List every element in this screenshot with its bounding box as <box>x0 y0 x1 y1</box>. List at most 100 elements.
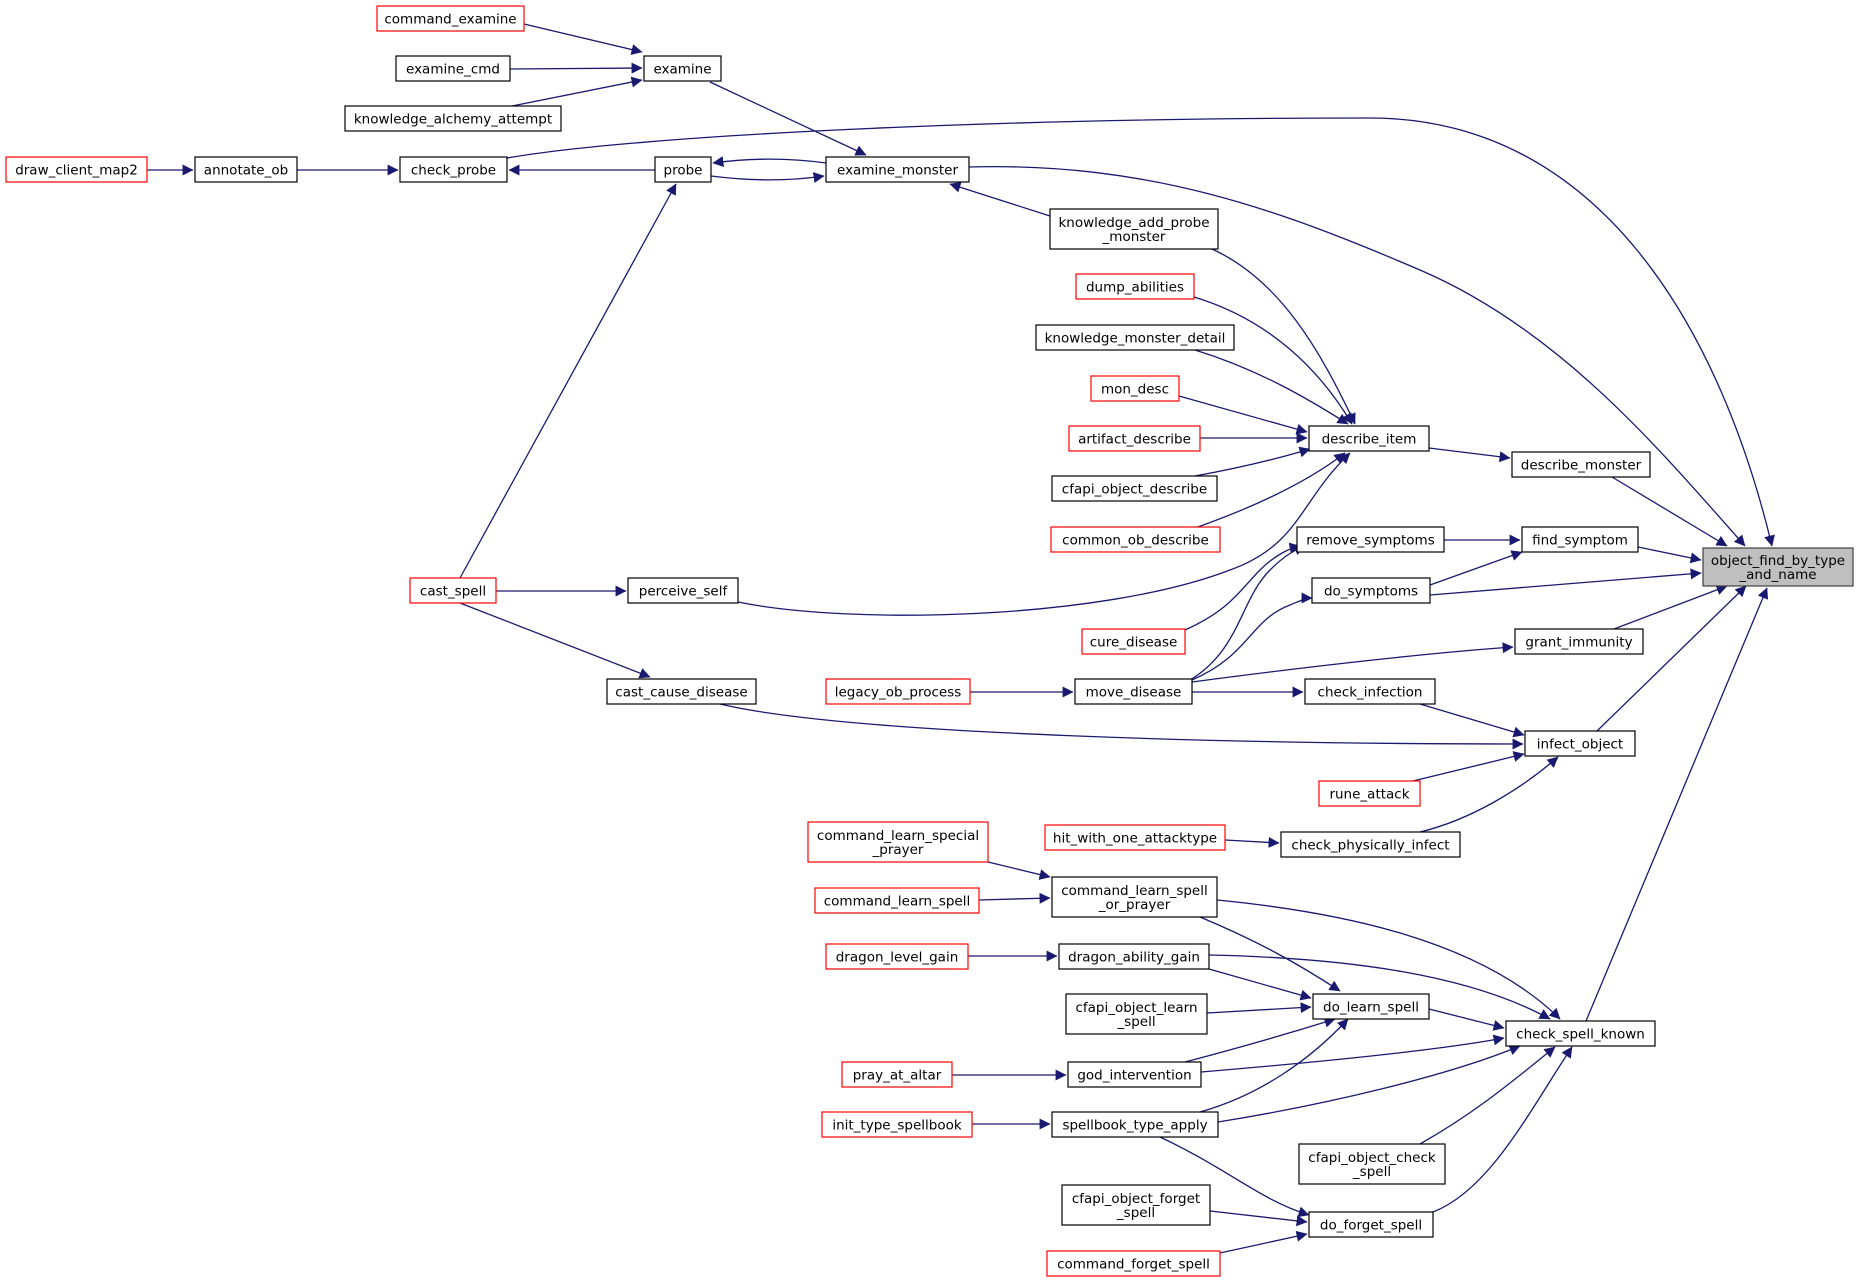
node-examine[interactable]: examine <box>643 55 722 82</box>
edge-line <box>1208 954 1551 1020</box>
node-box <box>1074 678 1193 705</box>
edge-line <box>1200 1034 1505 1073</box>
node-common-ob-describe[interactable]: common_ob_describe <box>1050 526 1221 553</box>
node-box <box>1280 831 1461 858</box>
node-pray-at-altar[interactable]: pray_at_altar <box>841 1061 953 1088</box>
edge-dump_abilities-to-describe_item <box>1193 296 1353 425</box>
node-label: knowledge_monster_detail <box>1045 331 1226 347</box>
edge-line <box>506 117 1775 547</box>
node-label: rune_attack <box>1329 787 1409 803</box>
node-hit-with-one-attacktype[interactable]: hit_with_one_attacktype <box>1044 824 1226 851</box>
node-label: check_infection <box>1318 685 1423 701</box>
node-dragon-level-gain[interactable]: dragon_level_gain <box>825 943 969 970</box>
node-grant-immunity[interactable]: grant_immunity <box>1514 628 1644 655</box>
node-mon-desc[interactable]: mon_desc <box>1090 375 1180 402</box>
node-do-forget-spell[interactable]: do_forget_spell <box>1308 1211 1434 1238</box>
node-init-type-spellbook[interactable]: init_type_spellbook <box>821 1111 973 1138</box>
node-box <box>1702 547 1854 587</box>
node-cfapi-object-check-spell[interactable]: cfapi_object_check_spell <box>1298 1143 1446 1185</box>
node-god-intervention[interactable]: god_intervention <box>1067 1061 1202 1088</box>
node-knowledge-add-probe[interactable]: knowledge_add_probe_monster <box>1049 208 1219 250</box>
node-do-learn-spell[interactable]: do_learn_spell <box>1312 993 1430 1020</box>
node-box <box>1312 993 1430 1020</box>
edge-line <box>1184 1016 1336 1063</box>
node-label: command_forget_spell <box>1057 1257 1210 1273</box>
node-box <box>1050 526 1221 553</box>
node-perceive-self[interactable]: perceive_self <box>627 577 739 604</box>
node-label: cast_cause_disease <box>615 685 747 701</box>
node-legacy-ob-process[interactable]: legacy_ob_process <box>825 678 971 705</box>
node-examine-monster[interactable]: examine_monster <box>825 156 970 183</box>
node-artifact-describe[interactable]: artifact_describe <box>1068 425 1201 452</box>
edge-cfapi_object_describe-to-describe_item <box>1194 446 1311 477</box>
node-infect-object[interactable]: infect_object <box>1524 730 1636 757</box>
node-dragon-ability-gain[interactable]: dragon_ability_gain <box>1058 943 1210 970</box>
node-check-probe[interactable]: check_probe <box>399 156 508 183</box>
node-command-forget-spell[interactable]: command_forget_spell <box>1046 1250 1221 1277</box>
node-cast-cause-disease[interactable]: cast_cause_disease <box>606 678 757 705</box>
node-label: _spell <box>1116 1014 1155 1030</box>
node-describe-item[interactable]: describe_item <box>1308 425 1430 452</box>
node-find-symptom[interactable]: find_symptom <box>1521 526 1639 553</box>
node-cure-disease[interactable]: cure_disease <box>1081 628 1186 655</box>
edge-line <box>511 76 643 107</box>
edge-move_disease-to-do_symptoms <box>1191 592 1313 681</box>
edge-rune_attack-to-infect_object <box>1412 751 1525 782</box>
edge-command_learn_spell_or_prayer-to-check_spell_known <box>1216 899 1561 1020</box>
node-spellbook-type-apply[interactable]: spellbook_type_apply <box>1051 1111 1219 1138</box>
node-draw-client-map2[interactable]: draw_client_map2 <box>5 156 148 183</box>
node-remove-symptoms[interactable]: remove_symptoms <box>1296 526 1445 553</box>
node-label: _or_prayer <box>1098 897 1171 913</box>
node-box <box>643 55 722 82</box>
node-examine-cmd[interactable]: examine_cmd <box>395 55 511 82</box>
edge-cast_spell-to-cast_cause_disease <box>459 602 651 679</box>
node-label: _spell <box>1116 1205 1155 1221</box>
node-probe[interactable]: probe <box>654 156 712 183</box>
edge-line <box>1585 587 1769 1022</box>
edge-line <box>1211 248 1356 425</box>
node-label: command_learn_special <box>817 828 979 844</box>
node-knowledge-alchemy[interactable]: knowledge_alchemy_attempt <box>344 105 562 132</box>
node-label: check_probe <box>411 163 496 179</box>
node-describe-monster[interactable]: describe_monster <box>1511 451 1651 478</box>
node-annotate-ob[interactable]: annotate_ob <box>194 156 298 183</box>
edge-dragon_ability_gain-to-do_learn_spell <box>1208 968 1312 1001</box>
node-command-examine[interactable]: command_examine <box>376 5 525 32</box>
edge-infect_object-to-object_find <box>1596 585 1747 732</box>
edge-line <box>1428 1008 1505 1031</box>
node-label: draw_client_map2 <box>15 163 138 179</box>
edge-do_learn_spell-to-check_spell_known <box>1428 1008 1505 1031</box>
node-check-infection[interactable]: check_infection <box>1304 678 1436 705</box>
node-check-physically-infect[interactable]: check_physically_infect <box>1280 831 1461 858</box>
node-label: spellbook_type_apply <box>1062 1118 1207 1134</box>
edge-line <box>1412 751 1525 782</box>
node-command-learn-spell[interactable]: command_learn_spell <box>814 887 980 914</box>
edge-line <box>978 892 1051 904</box>
node-box <box>841 1061 953 1088</box>
node-box <box>1051 1111 1219 1138</box>
edge-find_symptom-to-object_find <box>1637 546 1702 564</box>
edge-dragon_ability_gain-to-check_spell_known <box>1208 954 1551 1020</box>
edge-line <box>1419 756 1559 833</box>
node-cfapi-object-learn-spell[interactable]: cfapi_object_learn_spell <box>1065 993 1208 1035</box>
node-cfapi-object-describe[interactable]: cfapi_object_describe <box>1051 475 1218 502</box>
node-label: examine_cmd <box>406 62 500 78</box>
node-knowledge-monster-detail[interactable]: knowledge_monster_detail <box>1035 324 1235 351</box>
node-rune-attack[interactable]: rune_attack <box>1318 780 1421 807</box>
node-command-learn-spell-or-prayer[interactable]: command_learn_spell_or_prayer <box>1051 876 1218 918</box>
node-box <box>1514 628 1644 655</box>
edge-cfapi_object_forget_spell-to-do_forget_spell <box>1209 1210 1308 1227</box>
node-command-learn-special-prayer[interactable]: command_learn_special_prayer <box>807 821 989 863</box>
node-cast-spell[interactable]: cast_spell <box>409 577 497 604</box>
edge-line <box>1217 1044 1521 1123</box>
node-move-disease[interactable]: move_disease <box>1074 678 1193 705</box>
node-cfapi-object-forget-spell[interactable]: cfapi_object_forget_spell <box>1061 1184 1211 1226</box>
edge-spellbook_type_apply-to-do_forget_spell <box>1159 1136 1310 1218</box>
edge-examine_cmd-to-examine <box>509 62 643 74</box>
edge-line <box>1429 550 1523 586</box>
node-box <box>1061 1184 1211 1226</box>
node-check-spell-known[interactable]: check_spell_known <box>1505 1020 1656 1047</box>
edges-layer <box>147 23 1775 1254</box>
node-dump-abilities[interactable]: dump_abilities <box>1075 273 1195 300</box>
node-do-symptoms[interactable]: do_symptoms <box>1311 577 1431 604</box>
